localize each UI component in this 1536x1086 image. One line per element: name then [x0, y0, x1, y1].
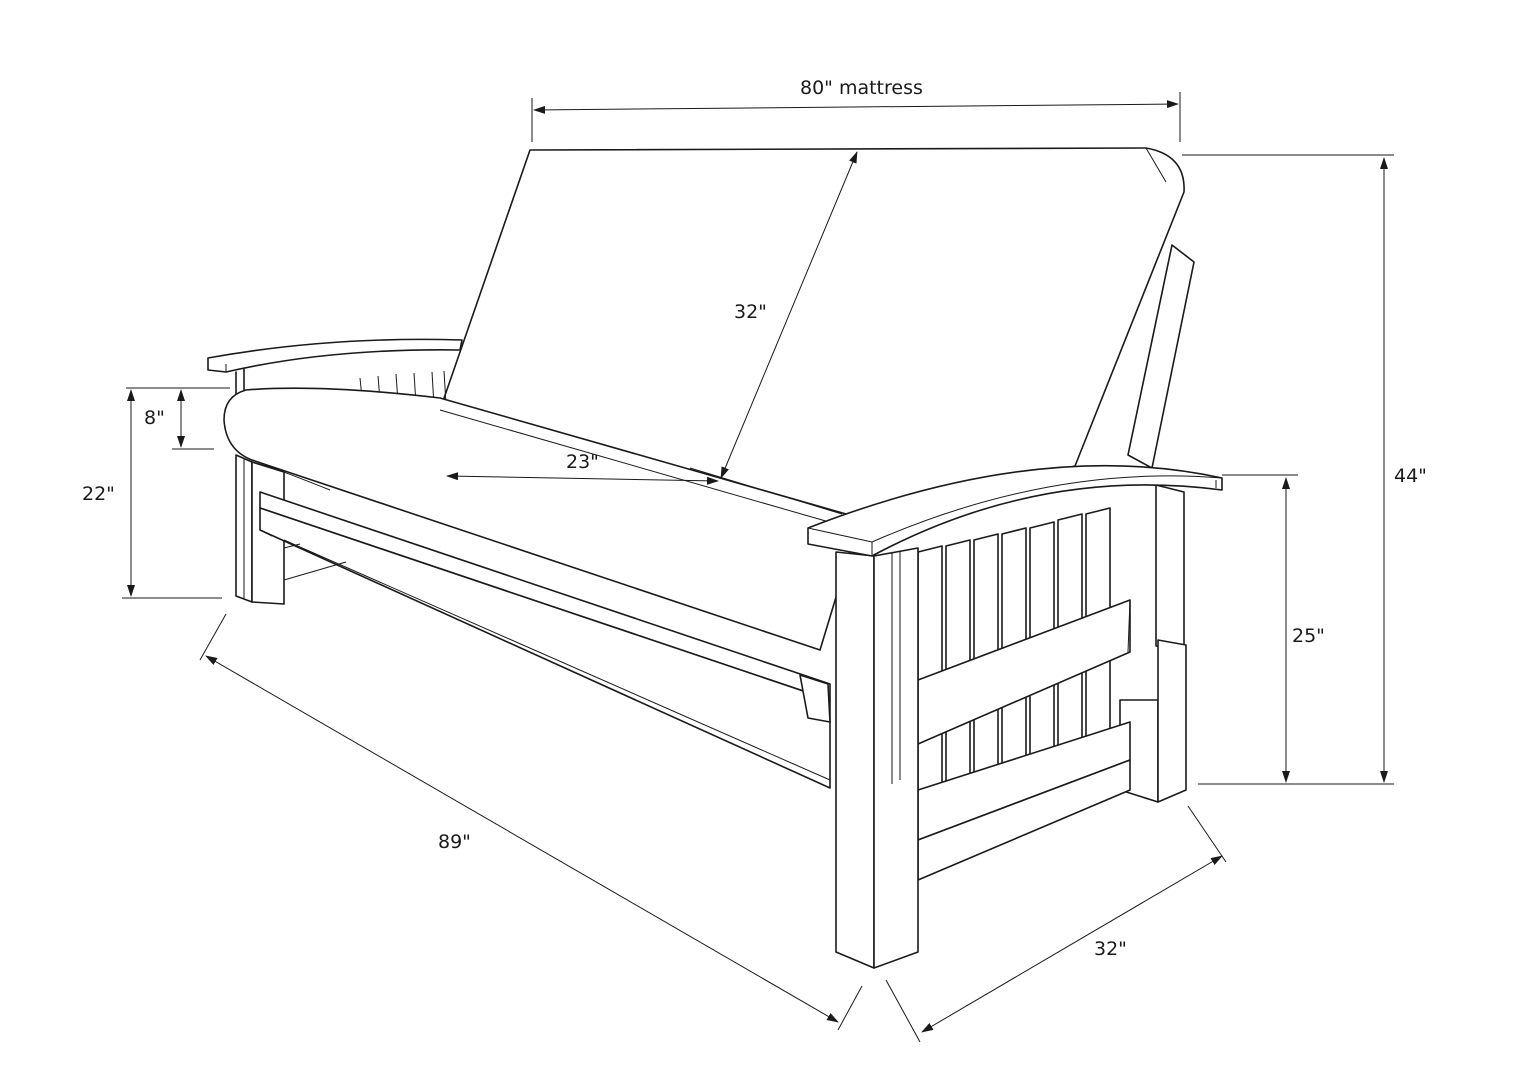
label-mattress-thickness: 8": [144, 407, 165, 429]
dim-overall-width: [205, 655, 839, 1023]
dimension-labels: 80" mattress 32" 8" 22" 23" 44" 25" 89" …: [82, 77, 1427, 960]
dimension-lines: [122, 92, 1394, 1043]
label-seat-height: 22": [82, 483, 115, 505]
label-back-height: 32": [734, 301, 767, 323]
label-seat-depth: 23": [566, 451, 599, 473]
label-overall-height: 44": [1394, 465, 1427, 487]
label-overall-depth: 32": [1094, 938, 1127, 960]
futon-drawing: [207, 147, 1223, 969]
label-overall-width: 89": [438, 831, 471, 853]
seat-mattress: [223, 387, 861, 651]
label-arm-height: 25": [1292, 625, 1325, 647]
dim-overall-depth: [921, 855, 1223, 1033]
dim-seat-depth: [446, 472, 719, 485]
dim-mattress-width: [533, 100, 1179, 114]
dim-back-height: [720, 151, 858, 479]
right-arm: [807, 464, 1223, 969]
label-mattress-width: 80" mattress: [800, 77, 923, 99]
